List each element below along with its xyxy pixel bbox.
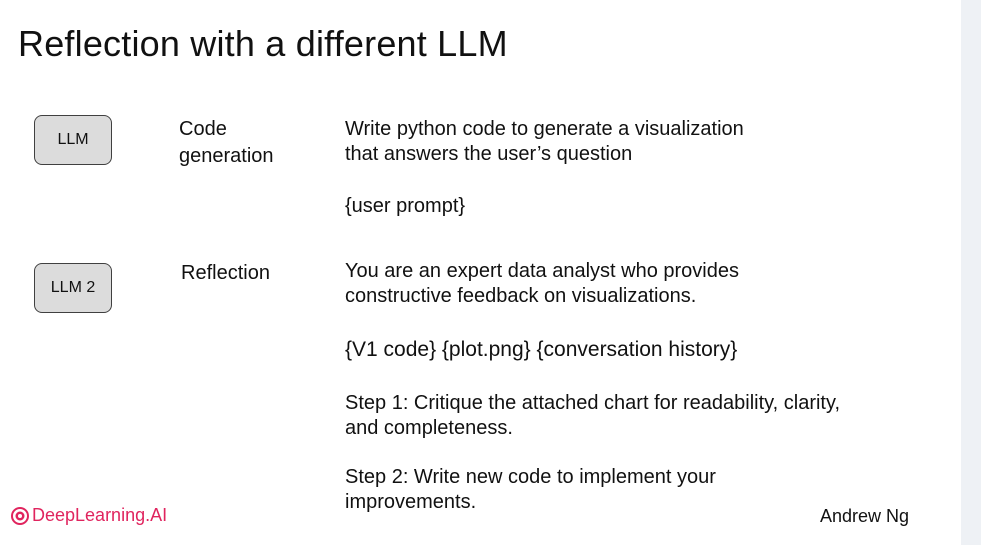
user-prompt-placeholder: {user prompt} — [345, 195, 466, 217]
step-2-text: Step 2: Write new code to implement your… — [345, 465, 716, 515]
reflection-inputs-placeholder: {V1 code} {plot.png} {conversation histo… — [345, 338, 738, 361]
code-generation-label-line-2: generation — [179, 145, 274, 167]
step-2-line-1: Step 2: Write new code to implement your — [345, 466, 716, 488]
reflection-prompt-line-1: You are an expert data analyst who provi… — [345, 260, 739, 282]
author-name: Andrew Ng — [820, 506, 910, 526]
deeplearning-ai-brand: DeepLearning.AI — [10, 505, 167, 526]
step-1-text: Step 1: Critique the attached chart for … — [345, 391, 840, 441]
deeplearning-logo-icon — [11, 506, 29, 525]
code-generation-prompt-line-1: Write python code to generate a visualiz… — [345, 118, 744, 140]
code-generation-prompt-line-2: that answers the user’s question — [345, 143, 633, 165]
llm-2-box-label: LLM 2 — [50, 279, 96, 296]
reflection-prompt-line-2: constructive feedback on visualizations. — [345, 285, 697, 307]
llm-box-label: LLM — [57, 131, 89, 148]
side-strip — [961, 0, 981, 545]
llm-2-box: LLM 2 — [34, 263, 112, 313]
step-2-line-2: improvements. — [345, 491, 477, 513]
brand-name: DeepLearning.AI — [32, 505, 168, 525]
step-1-line-1: Step 1: Critique the attached chart for … — [345, 392, 841, 414]
code-generation-label: Code generation — [179, 116, 274, 170]
reflection-prompt: You are an expert data analyst who provi… — [345, 259, 739, 309]
slide: Reflection with a different LLM LLM Code… — [10, 23, 910, 526]
step-1-line-2: and completeness. — [345, 417, 513, 439]
slide-title: Reflection with a different LLM — [18, 23, 508, 64]
code-generation-prompt: Write python code to generate a visualiz… — [345, 117, 744, 167]
code-generation-label-line-1: Code — [179, 118, 227, 140]
reflection-label: Reflection — [181, 262, 270, 284]
llm-box: LLM — [34, 115, 112, 165]
